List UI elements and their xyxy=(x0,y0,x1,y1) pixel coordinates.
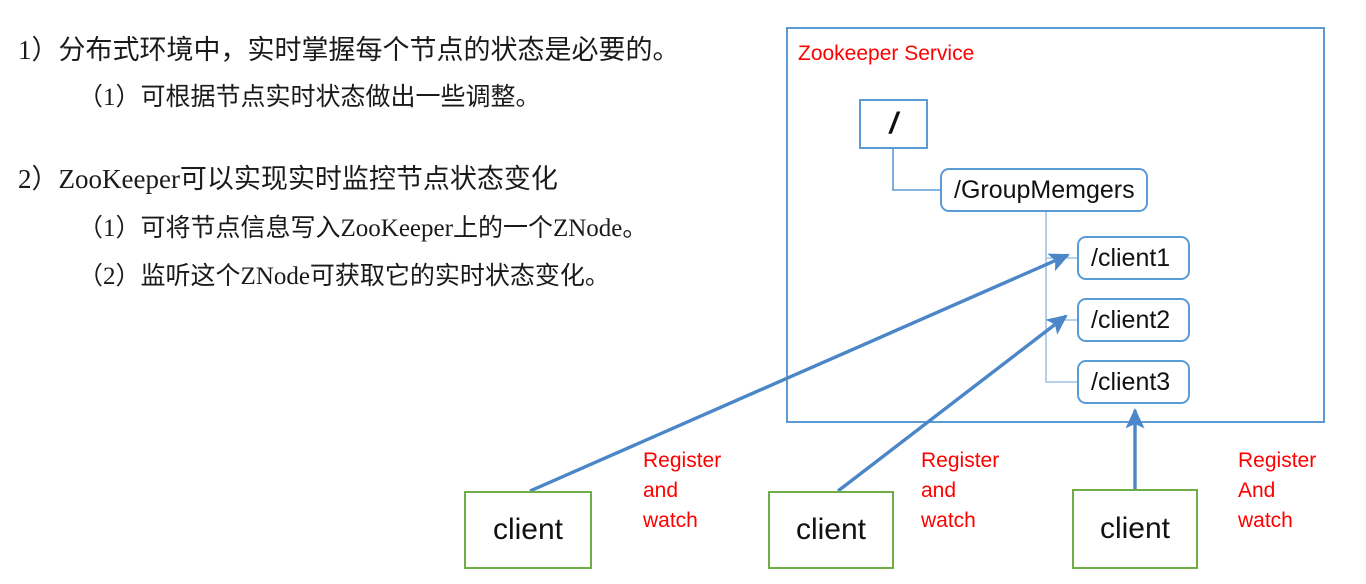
note-line-2: （1）可根据节点实时状态做出一些调整。 xyxy=(78,84,541,111)
register-watch-line-1: Register xyxy=(643,449,722,472)
znode-client1[interactable]: /client1 xyxy=(1077,236,1190,280)
register-watch-line-2: And xyxy=(1238,479,1276,502)
register-watch-line-1: Register xyxy=(921,449,1000,472)
register-watch-line-3: watch xyxy=(1238,509,1293,532)
register-watch-label-3: Register And watch xyxy=(1238,446,1316,536)
register-watch-line-3: watch xyxy=(921,509,976,532)
zookeeper-service-title: Zookeeper Service xyxy=(798,42,975,65)
znode-group-members[interactable]: /GroupMemgers xyxy=(940,168,1148,212)
zookeeper-service-frame xyxy=(786,27,1325,423)
client-box-2[interactable]: client xyxy=(768,491,894,569)
client-box-1[interactable]: client xyxy=(464,491,592,569)
znode-root[interactable]: / xyxy=(859,99,928,149)
register-watch-label-1: Register and watch xyxy=(643,446,721,536)
register-watch-line-2: and xyxy=(921,479,957,502)
client-box-3[interactable]: client xyxy=(1072,489,1198,569)
znode-client3[interactable]: /client3 xyxy=(1077,360,1190,404)
note-line-4: （1）可将节点信息写入ZooKeeper上的一个ZNode。 xyxy=(78,215,648,242)
register-watch-line-3: watch xyxy=(643,509,698,532)
note-line-3: 2）ZooKeeper可以实现实时监控节点状态变化 xyxy=(18,164,558,194)
znode-client2[interactable]: /client2 xyxy=(1077,298,1190,342)
register-watch-line-2: and xyxy=(643,479,679,502)
register-watch-line-1: Register xyxy=(1238,449,1317,472)
note-line-5: （2）监听这个ZNode可获取它的实时状态变化。 xyxy=(78,263,610,290)
notes-column: 1）分布式环境中，实时掌握每个节点的状态是必要的。 （1）可根据节点实时状态做出… xyxy=(18,35,680,290)
note-line-1: 1）分布式环境中，实时掌握每个节点的状态是必要的。 xyxy=(18,35,680,65)
register-watch-label-2: Register and watch xyxy=(921,446,999,536)
